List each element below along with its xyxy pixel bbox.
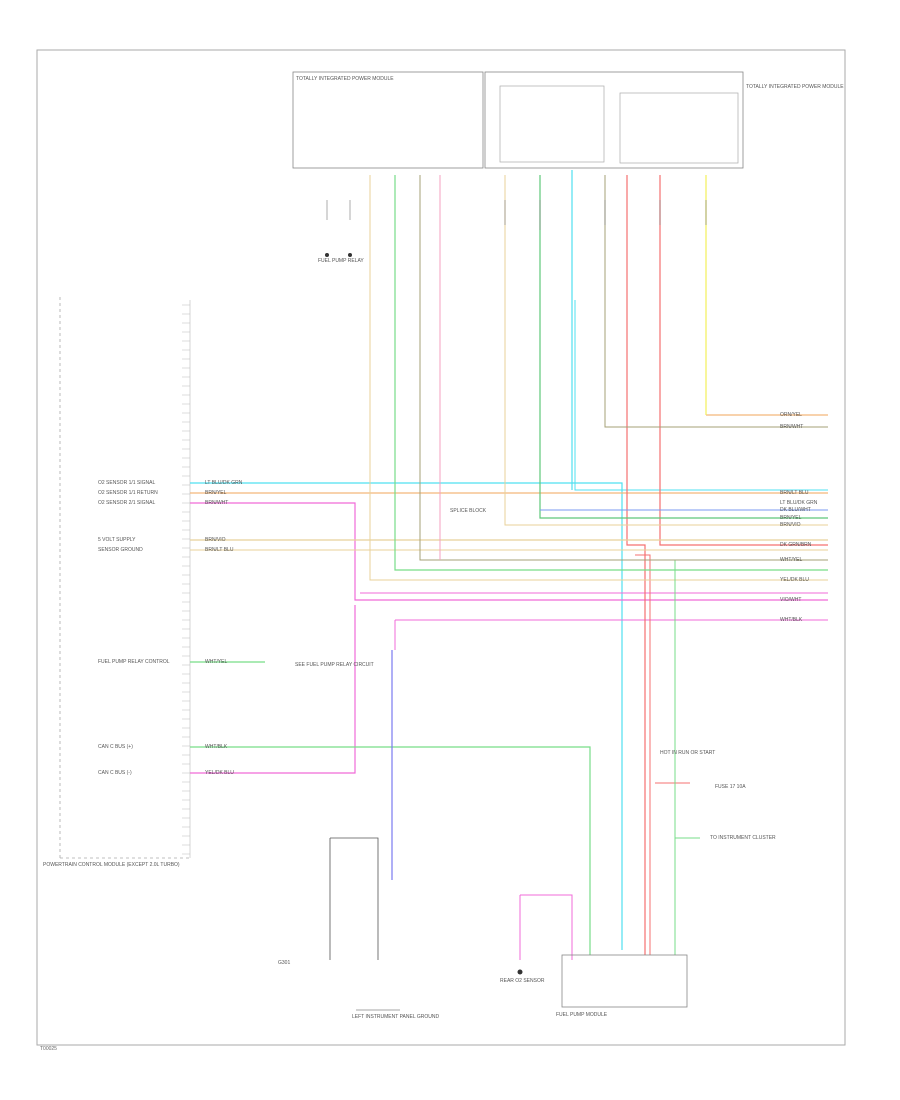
right-wire-label: BRN/YEL (780, 515, 802, 521)
splice-callout: SPLICE BLOCK (450, 508, 487, 514)
fuel-pump-module-label: FUEL PUMP MODULE (556, 1012, 608, 1018)
right-wire-label: BRN/VIO (780, 522, 801, 528)
pcm-wire-color: BRN/YEL (205, 490, 227, 496)
pcm-wire-color: WHT/YEL (205, 659, 228, 665)
hot-in-run-callout: HOT IN RUN OR START (660, 750, 716, 756)
pcm-wire-color: BRN/VIO (205, 537, 226, 543)
pcm-pin-label: CAN C BUS (+) (98, 744, 133, 750)
pcm-pin-label: FUEL PUMP RELAY CONTROL (98, 659, 170, 665)
pcm-pin-column (182, 304, 190, 855)
rear-sensor-label: REAR O2 SENSOR (500, 978, 545, 984)
right-wire-label: LT BLU/DK GRN (780, 500, 818, 506)
right-wire-label: ORN/YEL (780, 412, 802, 418)
right-wire-label: WHT/BLK (780, 617, 803, 623)
left-ground-label: LEFT INSTRUMENT PANEL GROUND (352, 1014, 440, 1020)
pcm-pin-label: O2 SENSOR 1/1 SIGNAL (98, 480, 156, 486)
pcm-pin-label: SENSOR GROUND (98, 547, 143, 553)
pcm-pin-label: O2 SENSOR 1/1 RETURN (98, 490, 158, 496)
tipm-side-label: TOTALLY INTEGRATED POWER MODULE (746, 84, 844, 90)
to-cluster-callout: TO INSTRUMENT CLUSTER (710, 835, 776, 841)
pcm-title: POWERTRAIN CONTROL MODULE (EXCEPT 2.0L T… (43, 862, 180, 868)
fuel-pump-relay-label: FUEL PUMP RELAY (318, 258, 364, 264)
fuse-callout: FUSE 17 10A (715, 784, 746, 790)
right-wire-label: DK GRN/BRN (780, 542, 812, 548)
tipm-box-left (292, 71, 484, 169)
pcm-wire-color: BRN/WHT (205, 500, 229, 506)
ground-label: G301 (278, 960, 291, 966)
right-wire-label: BRN/WHT (780, 424, 804, 430)
right-wire-label: VIO/WHT (780, 597, 802, 603)
figure-code: T00025 (40, 1046, 57, 1052)
see-relay-callout: SEE FUEL PUMP RELAY CIRCUIT (295, 662, 374, 668)
pcm-wire-color: YEL/DK BLU (205, 770, 234, 776)
right-wire-label: WHT/YEL (780, 557, 803, 563)
right-wire-label: DK BLU/WHT (780, 507, 811, 513)
fuel-pump-module-box (561, 954, 688, 1008)
pcm-pin-label: O2 SENSOR 2/1 SIGNAL (98, 500, 156, 506)
pcm-wire-color: WHT/BLK (205, 744, 228, 750)
right-wire-label: YEL/DK BLU (780, 577, 809, 583)
pcm-pin-label: CAN C BUS (-) (98, 770, 132, 776)
pcm-wire-color: BRN/LT BLU (205, 547, 234, 553)
right-wire-label: BRN/LT BLU (780, 490, 809, 496)
tipm-box-right (484, 71, 744, 169)
pcm-pin-label: 5 VOLT SUPPLY (98, 537, 136, 543)
pcm-wire-color: LT BLU/DK GRN (205, 480, 243, 486)
tipm-title: TOTALLY INTEGRATED POWER MODULE (296, 76, 394, 82)
